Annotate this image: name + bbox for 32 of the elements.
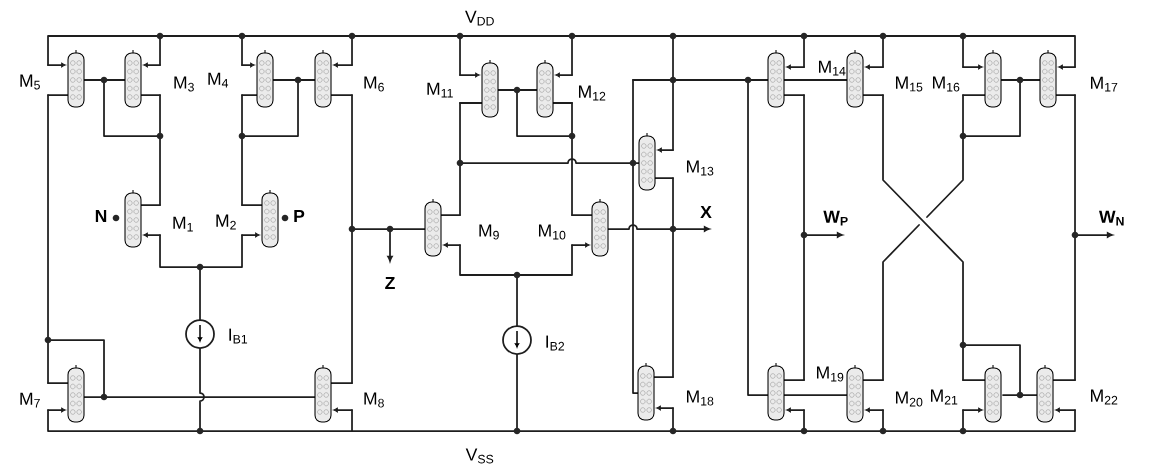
terminal-label: N bbox=[95, 209, 107, 223]
transistor-label: M$_{10}$ bbox=[539, 224, 566, 240]
transistor-label: M$_{14}$ bbox=[819, 60, 846, 76]
terminal-label: X bbox=[700, 205, 712, 219]
current-label: I$_{B1}$ bbox=[229, 328, 248, 344]
transistor-label: M$_{2}$ bbox=[216, 214, 236, 230]
transistor-label: M$_{1}$ bbox=[173, 216, 193, 232]
transistor-label: M$_{20}$ bbox=[896, 391, 923, 407]
terminal-label: Z bbox=[385, 276, 395, 290]
transistor-label: M$_{16}$ bbox=[933, 76, 960, 92]
transistor-label: M$_{22}$ bbox=[1091, 389, 1118, 405]
transistor-label: M$_{8}$ bbox=[364, 392, 384, 408]
transistor-label: M$_{12}$ bbox=[579, 85, 606, 101]
terminal-label: P bbox=[294, 209, 305, 223]
transistor-label: M$_{17}$ bbox=[1091, 76, 1118, 92]
transistor-label: M$_{9}$ bbox=[479, 224, 499, 240]
transistor-label: M$_{19}$ bbox=[817, 366, 844, 382]
transistor-label: M$_{21}$ bbox=[931, 389, 958, 405]
current-label: I$_{B2}$ bbox=[546, 335, 565, 351]
transistor-label: M$_{5}$ bbox=[20, 74, 40, 90]
supply-label: V$_{DD}$ bbox=[465, 10, 494, 26]
transistor-label: M$_{4}$ bbox=[208, 72, 229, 88]
transistor-label: M$_{13}$ bbox=[687, 160, 714, 176]
terminal-label: W$_{P}$ bbox=[823, 210, 848, 226]
terminal-label: W$_{N}$ bbox=[1099, 210, 1124, 226]
supply-label: V$_{SS}$ bbox=[465, 448, 494, 464]
transistor-label: M$_{3}$ bbox=[174, 76, 194, 92]
transistor-label: M$_{6}$ bbox=[364, 76, 384, 92]
transistor-label: M$_{11}$ bbox=[427, 82, 453, 98]
transistor-label: M$_{18}$ bbox=[687, 390, 714, 406]
transistor-label: M$_{15}$ bbox=[896, 76, 923, 92]
transistor-label: M$_{7}$ bbox=[20, 392, 40, 408]
